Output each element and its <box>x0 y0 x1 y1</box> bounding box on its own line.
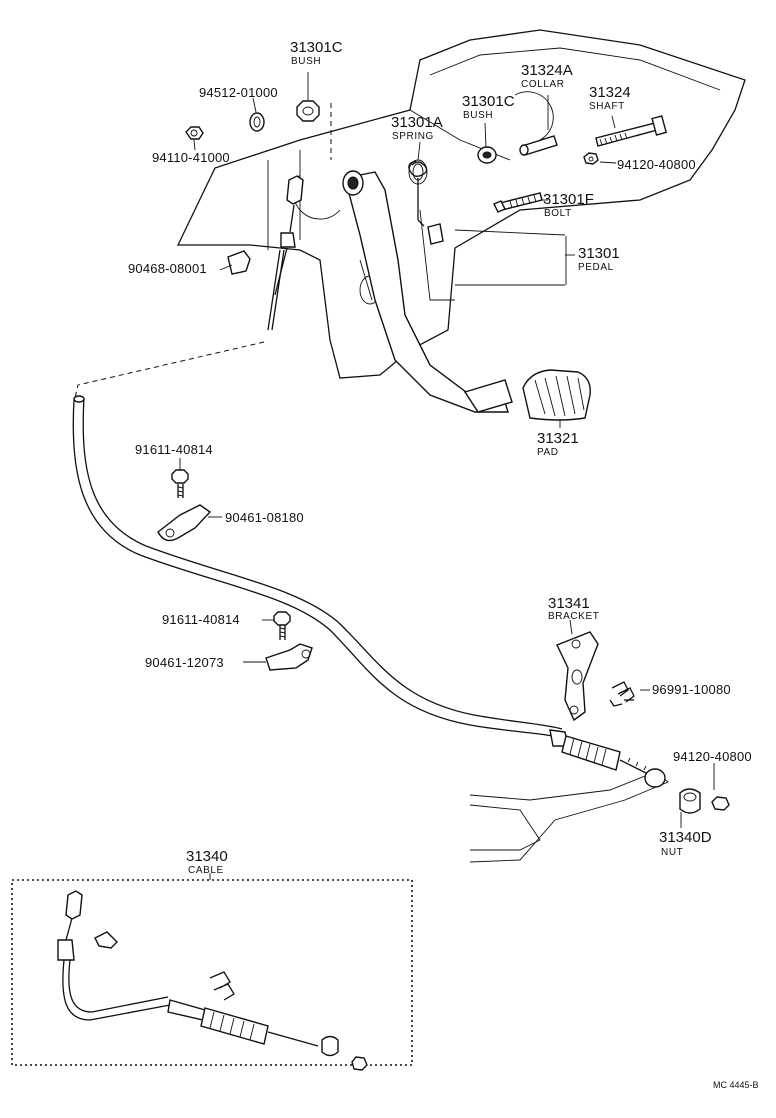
label-31301A-name: SPRING <box>392 131 434 142</box>
label-96991-number: 96991-10080 <box>652 682 731 697</box>
label-31321-name: PAD <box>537 447 559 458</box>
label-31301C-mid-number: 31301C <box>462 93 515 110</box>
bolt-91611-a <box>171 469 189 498</box>
label-31324A-name: COLLAR <box>521 79 565 90</box>
bush-middle <box>477 146 497 164</box>
label-91611-a-number: 91611-40814 <box>135 442 213 457</box>
label-31324-name: SHAFT <box>589 101 625 112</box>
label-94120-bottom-number: 94120-40800 <box>673 749 752 764</box>
clamp-90461-12073 <box>265 643 313 671</box>
label-90468-number: 90468-08001 <box>128 261 207 276</box>
leader-lines <box>179 72 650 691</box>
cable-bracket <box>556 631 599 722</box>
cable-assembly-box <box>11 879 413 1066</box>
adjusting-nut <box>679 788 701 814</box>
label-31340D-number: 31340D <box>659 829 712 846</box>
label-91611-b-number: 91611-40814 <box>162 612 240 627</box>
pedal-pad-part <box>522 369 591 421</box>
clamp-90461-08180 <box>157 504 212 542</box>
label-31340D-name: NUT <box>661 847 683 858</box>
nut-94120-top <box>583 152 599 165</box>
label-31301F-number: 31301F <box>543 191 594 208</box>
lock-nut-bottom <box>711 796 730 811</box>
pedal-pad-mounted <box>463 379 513 413</box>
label-31324A-number: 31324A <box>521 62 573 79</box>
nut-94110 <box>185 126 204 140</box>
label-31301C-top-number: 31301C <box>290 39 343 56</box>
pedal-stopper-cushion <box>427 223 444 245</box>
label-31301C-mid-name: BUSH <box>463 110 493 121</box>
label-31321-number: 31321 <box>537 430 579 447</box>
label-31301-number: 31301 <box>578 245 620 262</box>
cable-clip <box>609 681 635 707</box>
diagram-code: MC 4445-B <box>713 1080 759 1090</box>
label-31324-number: 31324 <box>589 84 631 101</box>
label-31341-number: 31341 <box>548 595 590 612</box>
bush-top <box>296 100 320 122</box>
label-94512-number: 94512-01000 <box>199 85 278 100</box>
collar <box>519 135 558 156</box>
bolt-91611-b <box>273 611 291 640</box>
label-31301F-name: BOLT <box>544 208 572 219</box>
part-labels: 31301C BUSH 94512-01000 94110-41000 3132… <box>128 39 759 1090</box>
assembly-guide-line-cable <box>74 341 265 399</box>
clutch-release-cable <box>72 395 661 781</box>
label-94110-number: 94110-41000 <box>152 150 230 165</box>
label-31340-number: 31340 <box>186 848 228 865</box>
cable-assembly-contents <box>57 890 368 1071</box>
lock-washer <box>249 112 265 132</box>
label-31341-name: BRACKET <box>548 611 599 622</box>
cable-clevis-top <box>227 175 304 331</box>
label-31301A-number: 31301A <box>391 114 443 131</box>
label-90461-08180-number: 90461-08180 <box>225 510 304 525</box>
pedal-support-bracket <box>176 29 746 379</box>
label-31301-name: PEDAL <box>578 262 614 273</box>
return-spring <box>408 159 428 227</box>
release-fork <box>469 768 669 863</box>
label-94120-top-number: 94120-40800 <box>617 157 696 172</box>
label-31340-name: CABLE <box>188 865 224 876</box>
label-90461-12073-number: 90461-12073 <box>145 655 224 670</box>
label-31301C-top-name: BUSH <box>291 56 321 67</box>
pivot-shaft <box>595 115 668 147</box>
